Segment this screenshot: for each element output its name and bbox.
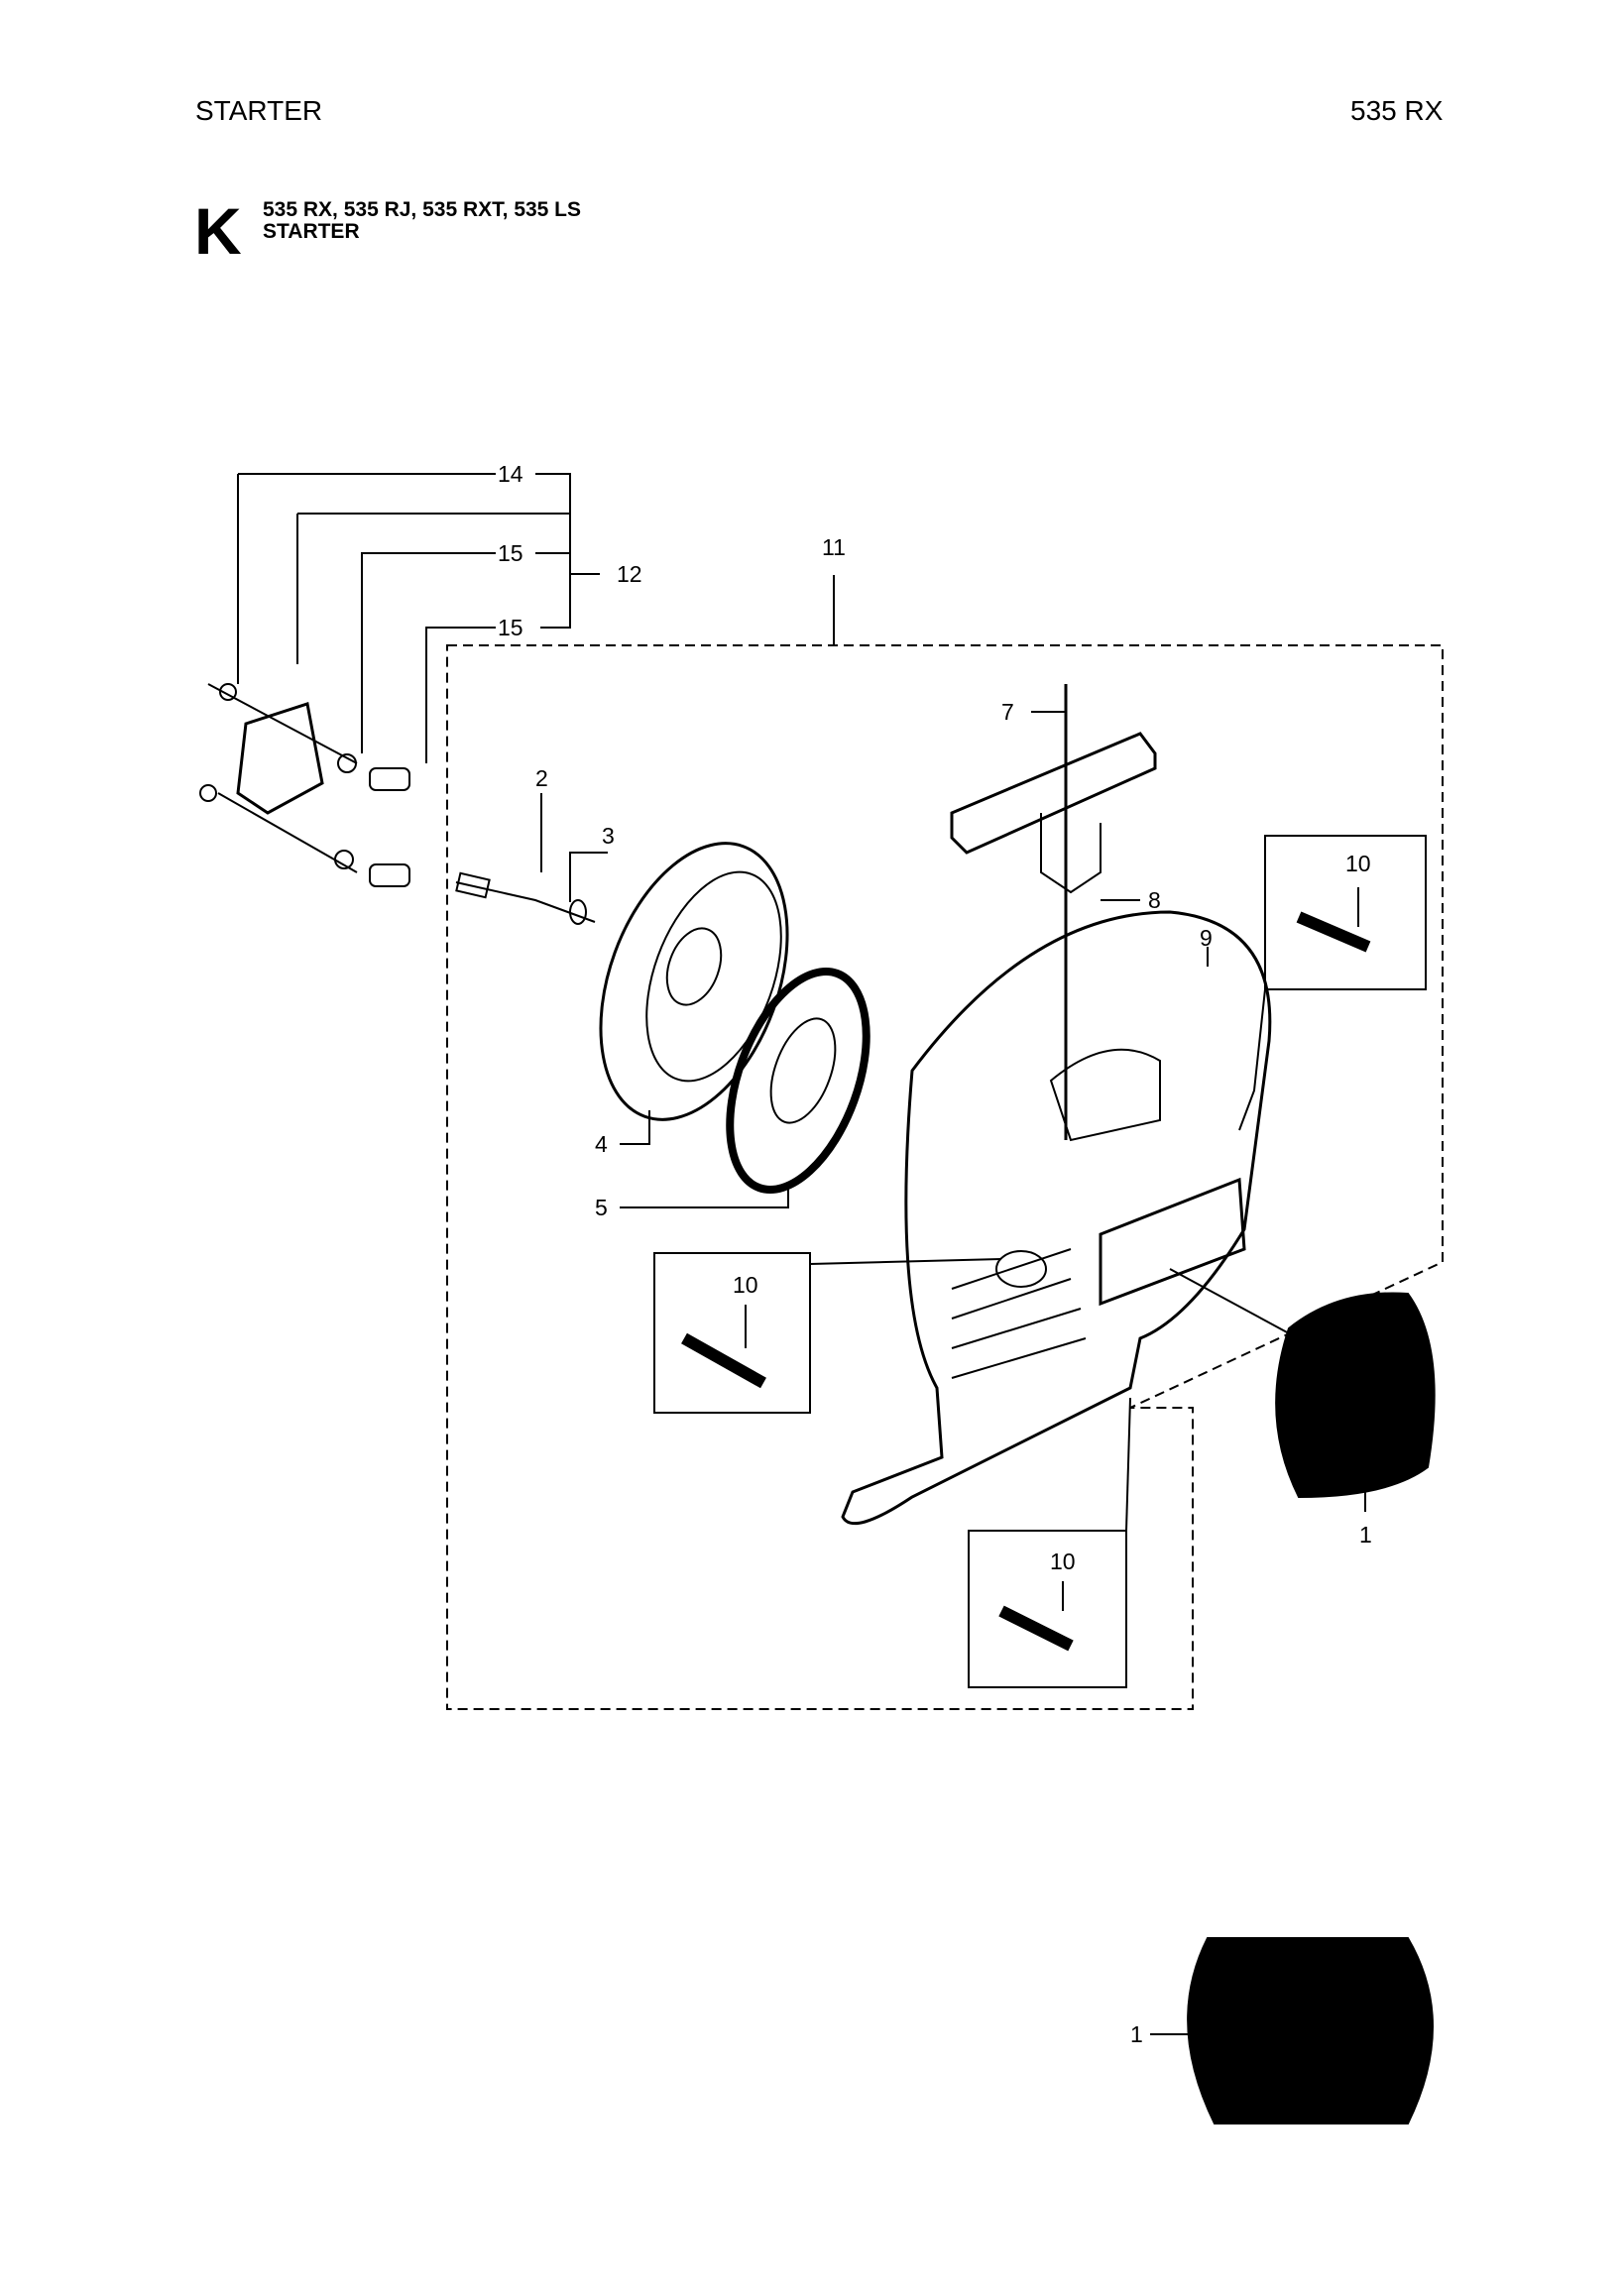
callout-5: 5 [595,1195,608,1220]
section-letter: K [194,194,242,268]
callout-14: 15 [498,540,523,566]
callout-7: 7 [1001,699,1014,725]
assembly-outline [446,644,1444,1710]
callout-10b: 10 [733,1272,758,1298]
callout-9: 9 [1200,925,1213,951]
callout-4: 4 [595,1131,608,1157]
section-name: STARTER [263,220,360,243]
callout-11: 11 [822,534,846,560]
callout-15: 15 [498,615,523,640]
callout-8: 8 [1148,887,1161,913]
callout-10c: 10 [1050,1549,1076,1574]
decal-callout-1: 1 [1130,2021,1143,2047]
section-title: STARTER [195,95,323,126]
callout-12: 12 [617,561,642,587]
callout-10a: 10 [1345,851,1371,876]
callout-3: 3 [602,823,615,849]
model-title: 535 RX [1350,95,1444,126]
model-list: 535 RX, 535 RJ, 535 RXT, 535 LS [263,198,582,221]
callout-1: 1 [1359,1522,1372,1548]
callout-13: 14 [498,461,523,487]
callout-2: 2 [535,765,548,791]
